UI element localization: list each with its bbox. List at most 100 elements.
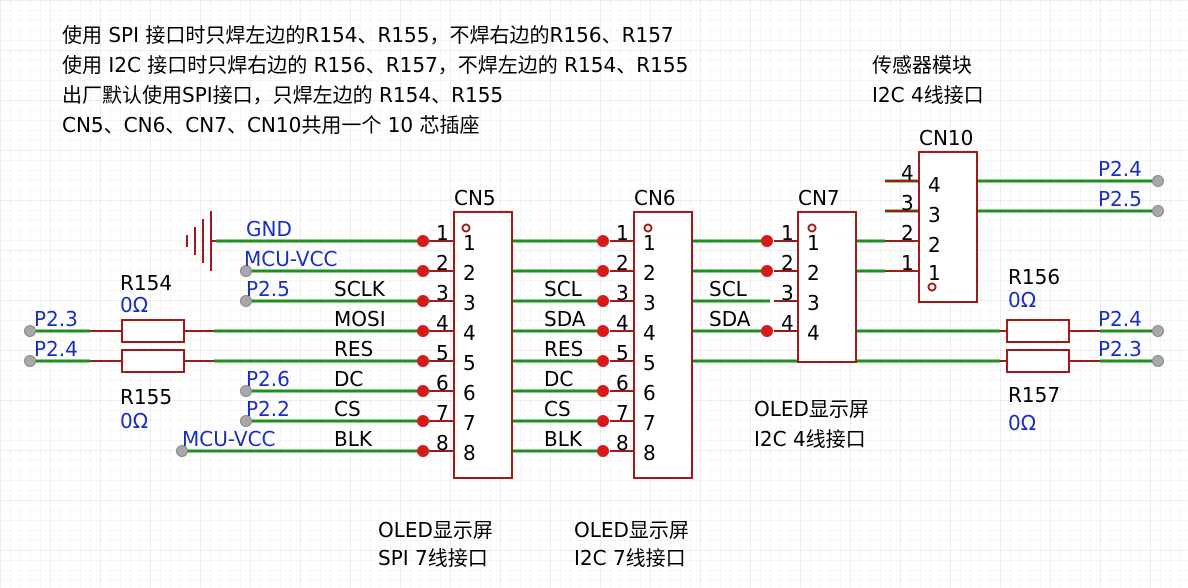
net-terminal[interactable]	[240, 385, 252, 397]
connector-cn6[interactable]: CN6 1 2 3 4 5 6 7 8 1 2 3 4 5 6 7 8	[610, 186, 693, 479]
junction	[417, 295, 429, 307]
net-label-p24-cn10: P2.4	[1098, 157, 1142, 181]
cn6-signal: SDA	[544, 307, 586, 331]
junction	[761, 325, 773, 337]
cn5-signal: RES	[334, 337, 373, 361]
oled-i2c4-title: OLED显示屏	[754, 397, 869, 421]
junction	[417, 445, 429, 457]
cn10-outer-pin: 1	[901, 251, 914, 275]
cn7-signal-labels: SCL SDA	[709, 277, 751, 331]
cn6-outer-pin: 4	[616, 311, 629, 335]
sensor-module-title: 传感器模块	[872, 53, 972, 77]
cn6-signal: CS	[544, 397, 571, 421]
cn6-outer-pin: 5	[616, 341, 629, 365]
cn6-outer-pin: 1	[616, 221, 629, 245]
cn10-inner-pin: 2	[928, 233, 941, 257]
cn6-inner-pin: 1	[643, 231, 656, 255]
junction	[417, 265, 429, 277]
cn10-outer-pin: 3	[901, 191, 914, 215]
cn5-outer-pin: 6	[436, 371, 449, 395]
cn7-inner-pin: 2	[807, 261, 820, 285]
cn6-signal: SCL	[544, 277, 583, 301]
cn5-inner-pin: 4	[463, 321, 476, 345]
net-terminal[interactable]	[240, 295, 252, 307]
cn5-inner-pin: 3	[463, 291, 476, 315]
net-terminal[interactable]	[24, 355, 36, 367]
resistor-r154[interactable]: R154 0Ω	[90, 271, 214, 343]
net-terminal[interactable]	[176, 445, 188, 457]
cn7-inner-pin: 3	[807, 291, 820, 315]
resistor-r156[interactable]: R156 0Ω	[1000, 265, 1100, 343]
net-terminal[interactable]	[1152, 355, 1164, 367]
assembly-notes: 使用 SPI 接口时只焊左边的R154、R155，不焊右边的R156、R157 …	[62, 23, 688, 137]
junction	[597, 355, 609, 367]
net-terminal[interactable]	[1152, 175, 1164, 187]
oled-spi-caption: OLED显示屏 SPI 7线接口	[378, 518, 493, 570]
cn10-outer-pin: 4	[901, 161, 914, 185]
net-terminals	[24, 175, 1164, 457]
resistor-r157[interactable]: R157 0Ω	[1000, 349, 1100, 435]
wires	[30, 179, 1158, 453]
cn5-pin1-marker	[461, 223, 471, 233]
connector-cn10[interactable]: CN10 4 3 2 1 4 3 2 1	[885, 126, 978, 303]
net-label-mcu-vcc: MCU-VCC	[244, 247, 338, 271]
cn6-outer-pin: 2	[616, 251, 629, 275]
cn7-outer-pin: 1	[781, 221, 794, 245]
oled-i2c-7wire-caption: OLED显示屏 I2C 7线接口	[574, 518, 689, 570]
r154-ref: R154	[120, 271, 172, 295]
sensor-module-subtitle: I2C 4线接口	[872, 83, 984, 107]
cn7-inner-pin: 4	[807, 321, 820, 345]
resistor-r155[interactable]: R155 0Ω	[90, 349, 214, 433]
cn6-inner-pin: 7	[643, 411, 656, 435]
net-terminal[interactable]	[1152, 325, 1164, 337]
note-line-4: CN5、CN6、CN7、CN10共用一个 10 芯插座	[62, 113, 480, 137]
junction	[417, 415, 429, 427]
cn6-inner-pin: 4	[643, 321, 656, 345]
net-label-mcu-vcc-blk: MCU-VCC	[182, 427, 276, 451]
note-line-3: 出厂默认使用SPI接口，只焊左边的 R154、R155	[62, 83, 503, 107]
cn5-inner-pin: 6	[463, 381, 476, 405]
cn6-signal-labels: SCL SDA RES DC CS BLK	[544, 277, 586, 451]
cn5-signal: CS	[334, 397, 361, 421]
note-line-2: 使用 I2C 接口时只焊右边的 R156、R157，不焊左边的 R154、R15…	[62, 53, 688, 77]
net-terminal[interactable]	[24, 325, 36, 337]
cn7-inner-pin: 1	[807, 231, 820, 255]
cn10-body	[918, 151, 978, 303]
junction	[417, 235, 429, 247]
cn10-inner-pin: 4	[928, 173, 941, 197]
cn6-outer-pin: 7	[616, 401, 629, 425]
r156-ref: R156	[1008, 265, 1060, 289]
oled-spi-subtitle: SPI 7线接口	[378, 546, 488, 570]
junction	[417, 385, 429, 397]
net-terminal[interactable]	[1152, 205, 1164, 217]
net-label-p25: P2.5	[246, 277, 290, 301]
net-terminal[interactable]	[240, 265, 252, 277]
cn10-ref: CN10	[919, 126, 973, 150]
cn7-signal: SCL	[709, 277, 748, 301]
connector-cn5[interactable]: CN5 1 2 3 4 5 6 7 8 1 2 3 4 5 6 7 8	[430, 186, 513, 479]
junction	[597, 265, 609, 277]
cn6-outer-pin: 8	[616, 431, 629, 455]
net-terminal[interactable]	[240, 415, 252, 427]
cn5-inner-pin: 7	[463, 411, 476, 435]
cn7-outer-pin: 4	[781, 311, 794, 335]
cn6-outer-pin: 6	[616, 371, 629, 395]
junction	[417, 325, 429, 337]
junction	[597, 385, 609, 397]
junction	[597, 295, 609, 307]
net-label-p22: P2.2	[246, 397, 290, 421]
r155-ref: R155	[120, 385, 172, 409]
cn5-outer-pin: 4	[436, 311, 449, 335]
cn6-inner-pin: 5	[643, 351, 656, 375]
cn7-outer-pin: 2	[781, 251, 794, 275]
note-line-1: 使用 SPI 接口时只焊左边的R154、R155，不焊右边的R156、R157	[62, 23, 674, 47]
cn5-outer-pin: 7	[436, 401, 449, 425]
cn7-signal: SDA	[709, 307, 751, 331]
connector-cn7[interactable]: CN7 1 2 3 4 1 2 3 4	[774, 186, 857, 363]
cn6-inner-pin: 3	[643, 291, 656, 315]
net-label-p23-right: P2.3	[1098, 337, 1142, 361]
cn10-pin1-marker	[927, 282, 937, 292]
junction	[761, 265, 773, 277]
net-labels: GND MCU-VCC P2.5 P2.6 P2.2 MCU-VCC P2.3 …	[34, 157, 1142, 451]
